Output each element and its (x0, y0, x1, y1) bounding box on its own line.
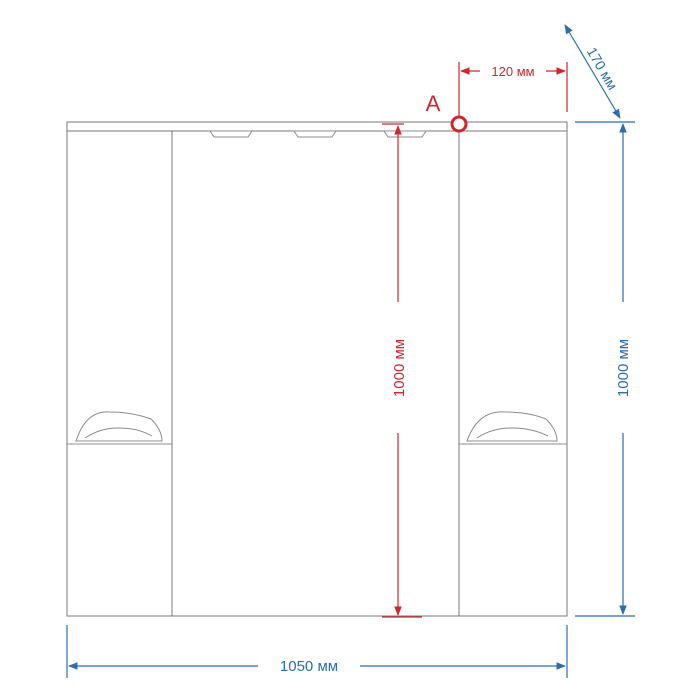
left-handle-inner (84, 427, 153, 439)
right-handle (466, 411, 558, 442)
offset-dimension: 120 мм (458, 62, 568, 118)
left-cabinet (66, 130, 173, 617)
top-shelf (66, 121, 568, 132)
width-dimension: 1050 мм (66, 625, 568, 678)
inner-height-dimension: 1000 мм (382, 123, 422, 618)
lamp-1 (209, 130, 253, 138)
right-cabinet (458, 130, 568, 617)
lamp-3 (383, 130, 427, 138)
point-a-label: A (426, 91, 441, 116)
height-dimension: 1000 мм (575, 121, 635, 617)
depth-arrow (564, 24, 621, 119)
depth-dimension: 170 мм (564, 24, 621, 119)
mirror-panel (171, 130, 460, 617)
depth-label: 170 мм (584, 44, 621, 92)
inner-height-label: 1000 мм (391, 339, 408, 397)
height-label: 1000 мм (615, 339, 632, 397)
point-a-circle (450, 115, 468, 133)
left-handle (75, 411, 163, 442)
offset-label: 120 мм (491, 64, 534, 79)
right-handle-inner (476, 427, 549, 439)
cabinet-drawing (66, 121, 568, 617)
width-label: 1050 мм (280, 658, 338, 675)
lamp-2 (293, 130, 337, 138)
point-a-marker: A (426, 91, 468, 133)
